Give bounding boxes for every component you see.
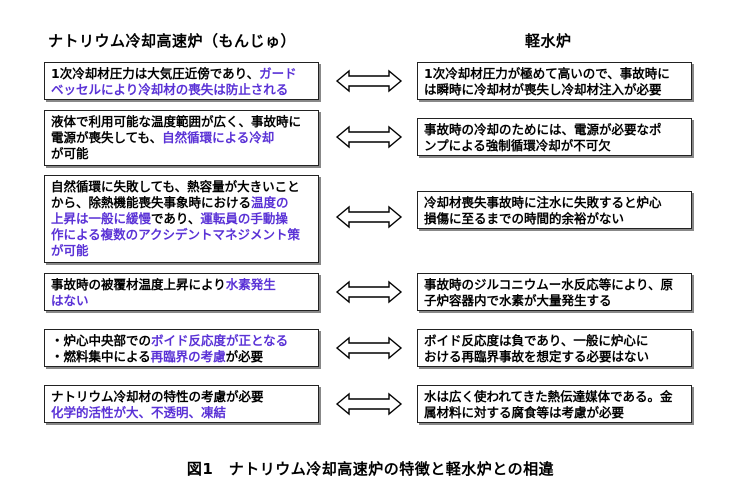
box-text: から、除熱機能喪失事象時における <box>51 195 252 210</box>
box-text: ・炉心中央部での <box>51 333 152 348</box>
right-box-3: 冷却材喪失事故時に注水に失敗すると炉心損傷に至るまでの時間的余裕がない <box>417 191 692 229</box>
highlighted-text: 化学的活性が大、不透明、凍結 <box>51 405 227 420</box>
header-left: ナトリウム冷却高速炉（もんじゅ） <box>48 32 297 50</box>
box-text-line: ナトリウム冷却材の特性の考慮が必要 <box>51 389 312 405</box>
highlighted-text: 再臨界の考慮 <box>150 349 226 364</box>
box-text: 事故時のジルコニウムー水反応等により、原 <box>424 277 674 292</box>
highlighted-text: が可能 <box>51 243 89 258</box>
highlighted-text: 作による複数のアクシデントマネジメント策 <box>51 227 301 242</box>
box-text: ・燃料集中による <box>51 349 151 364</box>
box-text-line: が可能 <box>51 243 312 259</box>
box-text-line: 1次冷却材圧力は大気圧近傍であり、ガード <box>51 66 312 82</box>
right-box-4: 事故時のジルコニウムー水反応等により、原子炉容器内で水素が大量発生する <box>417 273 692 311</box>
highlighted-text: 運転員の手動操 <box>200 211 288 226</box>
highlighted-text: 上昇は一般に緩慢 <box>51 211 152 226</box>
box-text-line: 液体で利用可能な温度範囲が広く、事故時に <box>51 114 312 130</box>
box-text-line: 損傷に至るまでの時間的余裕がない <box>424 211 685 227</box>
left-box-2: 液体で利用可能な温度範囲が広く、事故時に電源が喪失しても、自然循環による冷却が可… <box>44 110 319 166</box>
double-arrow-icon <box>335 280 403 304</box>
box-text: ンプによる強制循環冷却が不可欠 <box>424 138 611 153</box>
box-text: 事故時の被覆材温度上昇により <box>51 277 226 292</box>
box-text: ナトリウム冷却材の特性の考慮が必要 <box>51 389 264 404</box>
left-box-1: 1次冷却材圧力は大気圧近傍であり、ガードベッセルにより冷却材の喪失は防止される <box>44 62 319 100</box>
box-text: 事故時の冷却のためには、電源が必要なポ <box>424 122 662 137</box>
figure-caption: 図1 ナトリウム冷却高速炉の特徴と軽水炉との相違 <box>186 460 555 478</box>
double-arrow-icon <box>335 392 403 416</box>
box-text-line: 子炉容器内で水素が大量発生する <box>424 293 685 309</box>
box-text-line: 水は広く使われてきた熱伝達媒体である。金 <box>424 389 685 405</box>
box-text-line: おける再臨界事故を想定する必要はない <box>424 349 685 365</box>
box-text: 水は広く使われてきた熱伝達媒体である。金 <box>424 389 673 404</box>
highlighted-text: 水素発生 <box>225 277 276 292</box>
highlighted-text: 温度の <box>251 195 289 210</box>
right-box-2: 事故時の冷却のためには、電源が必要なポンプによる強制循環冷却が不可欠 <box>417 118 692 156</box>
box-text: 自然循環に失敗しても、熱容量が大きいこと <box>51 179 300 194</box>
left-box-3: 自然循環に失敗しても、熱容量が大きいことから、除熱機能喪失事象時における温度の上… <box>44 175 319 263</box>
box-text: であり、 <box>151 211 201 226</box>
left-box-6: ナトリウム冷却材の特性の考慮が必要化学的活性が大、不透明、凍結 <box>44 385 319 423</box>
box-text: 冷却材喪失事故時に注水に失敗すると炉心 <box>424 195 662 210</box>
box-text-line: 事故時のジルコニウムー水反応等により、原 <box>424 277 685 293</box>
box-text: 1次冷却材圧力が極めて高いので、事故時に <box>424 66 670 81</box>
box-text-line: ・燃料集中による再臨界の考慮が必要 <box>51 349 312 365</box>
box-text-line: ボイド反応度は負であり、一般に炉心に <box>424 333 685 349</box>
box-text-line: 事故時の被覆材温度上昇により水素発生 <box>51 277 312 293</box>
box-text-line: 上昇は一般に緩慢であり、運転員の手動操 <box>51 211 312 227</box>
highlighted-text: 自然循環による冷却 <box>162 130 275 145</box>
box-text-line: 電源が喪失しても、自然循環による冷却 <box>51 130 312 146</box>
box-text-line: ンプによる強制循環冷却が不可欠 <box>424 138 685 154</box>
box-text-line: 自然循環に失敗しても、熱容量が大きいこと <box>51 179 312 195</box>
highlighted-text: ベッセルにより冷却材の喪失は防止される <box>51 82 289 97</box>
box-text: が必要 <box>225 349 264 364</box>
highlighted-text: ボイド反応度が正となる <box>151 333 289 348</box>
double-arrow-icon <box>335 336 403 360</box>
box-text: おける再臨界事故を想定する必要はない <box>424 349 650 364</box>
left-box-5: ・炉心中央部でのボイド反応度が正となる・燃料集中による再臨界の考慮が必要 <box>44 329 319 367</box>
box-text-line: ベッセルにより冷却材の喪失は防止される <box>51 82 312 98</box>
box-text-line: 化学的活性が大、不透明、凍結 <box>51 405 312 421</box>
box-text-line: から、除熱機能喪失事象時における温度の <box>51 195 312 211</box>
box-text: ボイド反応度は負であり、一般に炉心に <box>424 333 649 348</box>
box-text: 液体で利用可能な温度範囲が広く、事故時に <box>51 114 302 129</box>
box-text: が可能 <box>51 146 89 161</box>
double-arrow-icon <box>335 69 403 93</box>
box-text: 損傷に至るまでの時間的余裕がない <box>424 211 625 226</box>
highlighted-text: はない <box>51 293 89 308</box>
highlighted-text: ガード <box>259 66 297 81</box>
box-text-line: が可能 <box>51 146 312 162</box>
box-text-line: 作による複数のアクシデントマネジメント策 <box>51 227 312 243</box>
box-text: 電源が喪失しても、 <box>51 130 163 145</box>
header-right: 軽水炉 <box>525 32 572 50</box>
box-text: 属材料に対する腐食等は考慮が必要 <box>424 405 625 420</box>
box-text-line: 事故時の冷却のためには、電源が必要なポ <box>424 122 685 138</box>
box-text-line: 冷却材喪失事故時に注水に失敗すると炉心 <box>424 195 685 211</box>
box-text-line: は瞬時に冷却材が喪失し冷却材注入が必要 <box>424 82 685 98</box>
double-arrow-icon <box>335 205 403 229</box>
right-box-6: 水は広く使われてきた熱伝達媒体である。金属材料に対する腐食等は考慮が必要 <box>417 385 692 423</box>
left-box-4: 事故時の被覆材温度上昇により水素発生はない <box>44 273 319 311</box>
box-text-line: ・炉心中央部でのボイド反応度が正となる <box>51 333 312 349</box>
box-text: 子炉容器内で水素が大量発生する <box>424 293 612 308</box>
box-text-line: 属材料に対する腐食等は考慮が必要 <box>424 405 685 421</box>
box-text: 1次冷却材圧力は大気圧近傍であり、 <box>51 66 260 81</box>
box-text-line: 1次冷却材圧力が極めて高いので、事故時に <box>424 66 685 82</box>
double-arrow-icon <box>335 125 403 149</box>
box-text-line: はない <box>51 293 312 309</box>
box-text: は瞬時に冷却材が喪失し冷却材注入が必要 <box>424 82 662 97</box>
right-box-5: ボイド反応度は負であり、一般に炉心における再臨界事故を想定する必要はない <box>417 329 692 367</box>
right-box-1: 1次冷却材圧力が極めて高いので、事故時には瞬時に冷却材が喪失し冷却材注入が必要 <box>417 62 692 100</box>
